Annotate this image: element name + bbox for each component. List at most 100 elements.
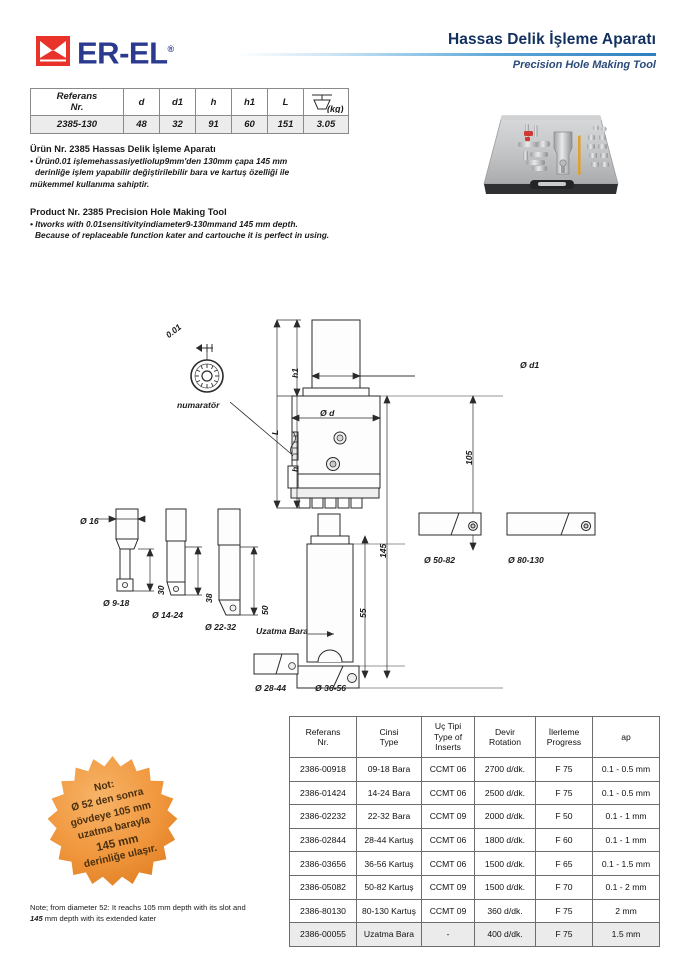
erel-mark-icon [36,36,70,67]
data-cell-rotation: 2700 d/dk. [474,757,536,782]
data-header-rotation: Devir Rotation [474,716,536,758]
data-cell-rotation: 2000 d/dk. [474,804,536,829]
data-cell-insert: - [421,922,475,947]
extension-bar-label: Uzatma Bara [256,626,309,636]
data-cell-ref: 2386-00918 [289,757,357,782]
data-cell-type: Uzatma Bara [356,922,422,947]
bar-label-22-32: Ø 22-32 [205,622,237,632]
note-en-line2-rest: mm depth with its extended kater [42,914,157,923]
data-cell-ref: 2386-80130 [289,898,357,924]
dim-label-bar3-length: 50 [260,605,270,615]
data-cell-progress: F 70 [535,874,593,900]
data-cell-type: 09-18 Bara [356,757,422,782]
data-header-type-en: Type [379,737,399,747]
technical-drawing: 0.01 numaratör [0,300,678,710]
specification-table: Referans Nr. d d1 h h1 L (kg) 2385-130 4… [30,88,349,134]
balance-scale-icon: (kg) [312,94,344,113]
description-turkish: Ürün Nr. 2385 Hassas Delik İşleme Aparat… [30,143,370,190]
description-english: Product Nr. 2385 Precision Hole Making T… [30,206,375,242]
data-cell-ap: 1.5 mm [592,922,660,947]
logo-wordmark: ER-EL® [77,34,174,68]
spec-header-ref-line1: Referans [56,91,98,102]
logo-text-label: ER-EL [77,35,168,71]
data-cell-rotation: 1500 d/dk. [474,874,536,900]
numarator-dial-icon [190,344,224,393]
data-header-reference: Referans Nr. [289,716,357,758]
description-en-line1: • Itworks with 0.01sensitivityindiameter… [30,219,298,229]
data-cell-rotation: 1800 d/dk. [474,827,536,853]
page-title: Hassas Delik İşleme Aparatı [447,31,656,48]
data-header-ap: ap [592,716,660,758]
spec-cell-h1: 60 [231,115,268,134]
page-header: ER-EL® Hassas Delik İşleme Aparatı Preci… [0,30,678,92]
spec-cell-weight: 3.05 [303,115,349,134]
dim-label-shank-16: Ø 16 [80,516,99,526]
right-cartridges-drawing [418,512,596,536]
kg-unit-label: (kg) [327,104,344,113]
page-title-block: Hassas Delik İşleme Aparatı Precision Ho… [236,30,656,73]
data-cell-type: 80-130 Kartuş [356,898,422,924]
data-cell-rotation: 1500 d/dk. [474,851,536,876]
spec-header-d: d [123,88,160,116]
data-cell-ref: 2386-00055 [289,922,357,947]
data-cell-insert: CCMT 06 [421,780,475,806]
data-cell-progress: F 65 [535,851,593,876]
spec-header-weight: (kg) [303,88,349,116]
data-cell-rotation: 360 d/dk. [474,898,536,924]
spec-header-row: Referans Nr. d d1 h h1 L (kg) [30,88,349,116]
note-en-line2: 145 mm depth with its extended kater [30,913,295,924]
data-cell-type: 28-44 Kartuş [356,827,422,853]
data-cell-ap: 0.1 - 0.5 mm [592,757,660,782]
data-header-progress-tr: İlerleme [548,726,580,737]
vertical-dimension-chain [273,319,305,509]
dim-label-d: Ø d [320,408,335,418]
data-cell-ap: 0.1 - 2 mm [592,874,660,900]
data-header-progress: İlerleme Progress [535,716,593,758]
spec-cell-l: 151 [267,115,304,134]
data-cell-ap: 0.1 - 1 mm [592,804,660,829]
data-cell-insert: CCMT 06 [421,851,475,876]
description-en-line2: Because of replaceable function kater an… [35,230,330,241]
data-cell-type: 36-56 Kartuş [356,851,422,876]
note-badge: Not: Ø 52 den sonra gövdeye 105 mm uzatm… [30,752,195,892]
spec-header-h1: h1 [231,88,268,116]
data-cell-progress: F 75 [535,898,593,924]
dim-label-55: 55 [358,608,368,618]
spec-header-l: L [267,88,304,116]
data-cell-ref: 2386-02232 [289,804,357,829]
title-divider [236,53,656,56]
dim-label-bar2-length: 38 [204,593,214,603]
data-cell-ap: 0.1 - 1.5 mm [592,851,660,876]
data-header-progress-en: Progress [546,737,582,747]
data-cell-type: 50-82 Kartuş [356,874,422,900]
data-cell-ap: 2 mm [592,898,660,924]
data-cell-type: 22-32 Bara [356,804,422,829]
dim-label-d1: Ø d1 [520,360,540,370]
description-tr-body: • Ürün0.01 işlemehassasiyetliolup9mm'den… [30,156,370,190]
main-tool-drawing [287,319,503,689]
bottom-cartridges-drawing [253,653,299,675]
product-data-table: Referans Nr. Cinsi Type Uç Tipi Type of … [289,716,660,947]
m-glyph-icon [36,36,70,67]
cartridge-label-28-44: Ø 28-44 [255,683,287,693]
data-cell-ref: 2386-02844 [289,827,357,853]
bar-label-14-24: Ø 14-24 [152,610,184,620]
data-cell-progress: F 75 [535,922,593,947]
data-header-row: Referans Nr. Cinsi Type Uç Tipi Type of … [289,716,660,758]
cartridge-label-80-130: Ø 80-130 [508,555,544,565]
data-cell-rotation: 2500 d/dk. [474,780,536,806]
brand-logo: ER-EL® [36,34,174,68]
data-cell-insert: CCMT 06 [421,827,475,853]
page-subtitle: Precision Hole Making Tool [512,59,656,71]
product-photo-toolcase [468,108,634,200]
spec-data-row: 2385-130 48 32 91 60 151 3.05 [30,115,349,134]
data-cell-insert: CCMT 09 [421,874,475,900]
cartridge-label-50-82: Ø 50-82 [424,555,456,565]
spec-header-h: h [195,88,232,116]
data-cell-ref: 2386-01424 [289,780,357,806]
